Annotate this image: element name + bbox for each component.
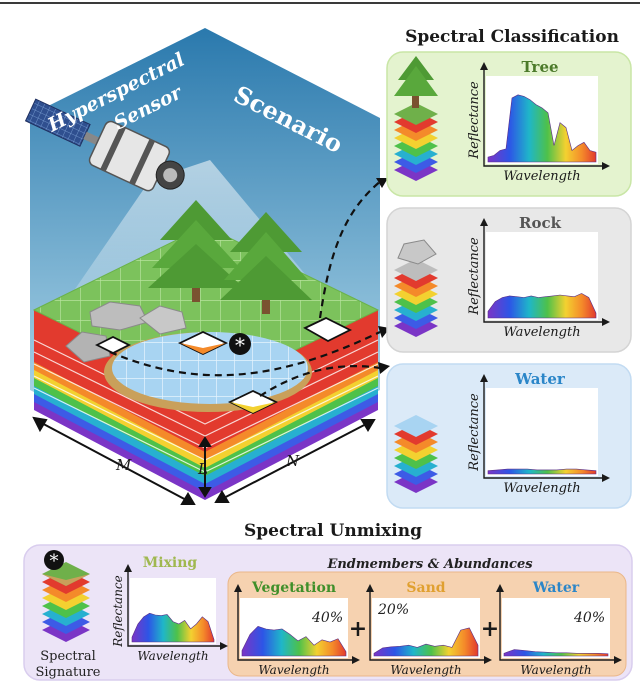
class-water-xlabel: Wavelength — [503, 481, 580, 496]
class-rock-spectrum — [487, 293, 597, 319]
endmember-name: Water — [532, 580, 580, 596]
lake — [104, 332, 312, 412]
endmember-water-axes — [499, 588, 618, 661]
endmembers-title: Endmembers & Abundances — [326, 557, 533, 572]
dim-l-label: L — [197, 460, 208, 478]
unmixing-panel: * Spectral Signature Endmembers & Abunda… — [23, 544, 633, 681]
classification-panels: TreeReflectanceWavelengthRockReflectance… — [386, 51, 632, 509]
dim-n-label: N — [285, 452, 300, 470]
hyperspectral-cube-layers — [33, 310, 379, 500]
endmember-vegetation-xlabel: Wavelength — [258, 663, 329, 677]
unmixing-title: Spectral Unmixing — [244, 521, 422, 541]
endmember-vegetation-spectrum — [241, 625, 347, 657]
svg-text:*: * — [235, 333, 245, 357]
class-tree-ylabel: Reflectance — [467, 81, 482, 160]
endmember-water-xlabel: Wavelength — [520, 663, 591, 677]
tree-icon — [394, 56, 438, 108]
signature-stack — [42, 562, 90, 642]
class-water-ylabel: Reflectance — [467, 393, 482, 472]
endmember-sand-xlabel: Wavelength — [390, 663, 461, 677]
endmember-name: Sand — [406, 580, 445, 596]
mixed-pixel-badge: * — [229, 333, 251, 357]
endmember-sand-axes — [369, 588, 488, 661]
class-rock-ylabel: Reflectance — [467, 237, 482, 316]
dimension-arrows — [32, 416, 376, 505]
mixing-spectrum — [131, 612, 215, 643]
endmember-vegetation-axes — [237, 588, 356, 661]
class-stack-icon — [394, 415, 438, 493]
satellite-icon — [24, 98, 185, 192]
class-tree-axes — [483, 66, 606, 167]
abundance-label: 40% — [311, 610, 343, 626]
classification-title: Spectral Classification — [405, 27, 619, 47]
abundance-label: 20% — [377, 602, 409, 618]
class-panel-title: Rock — [519, 214, 562, 232]
endmember-water-plot-area — [502, 598, 610, 658]
class-tree-spectrum — [487, 94, 597, 163]
mixing-xlabel: Wavelength — [137, 649, 208, 663]
signature-label-line2: Signature — [35, 665, 100, 680]
plus-sign: + — [481, 616, 499, 642]
unmixing-charts: MixingReflectanceWavelengthVegetationWav… — [111, 555, 622, 677]
endmember-sand-spectrum — [373, 627, 479, 657]
plus-sign: + — [349, 616, 367, 642]
class-tree-xlabel: Wavelength — [503, 169, 580, 184]
rock-icon — [65, 301, 187, 363]
endmember-water-spectrum — [503, 649, 609, 657]
dashed-arrows — [109, 179, 383, 397]
class-rock-xlabel: Wavelength — [503, 325, 580, 340]
class-panel-title: Water — [514, 370, 566, 388]
class-panel-title: Tree — [521, 58, 558, 76]
scene: * Hyperspectral Sensor Scenario — [24, 28, 390, 505]
signature-badge — [44, 550, 64, 570]
abundance-label: 40% — [573, 610, 605, 626]
mixing-label: Mixing — [143, 555, 198, 571]
top-rule — [0, 2, 640, 4]
class-rock-axes — [483, 222, 606, 323]
class-water-spectrum — [487, 468, 597, 475]
mixing-ylabel: Reflectance — [111, 575, 125, 648]
endmember-name: Vegetation — [251, 580, 336, 596]
pixel-markers — [94, 316, 353, 414]
rock-icon — [397, 239, 437, 265]
asterisk-icon: * — [50, 551, 59, 572]
class-water-axes — [483, 378, 606, 479]
mixing-axes — [127, 568, 224, 647]
signature-label-line1: Spectral — [40, 649, 96, 664]
tree-icon — [148, 200, 312, 314]
dim-m-label: M — [115, 456, 132, 474]
class-stack-icon — [394, 259, 438, 337]
class-water-plot-area — [486, 388, 598, 476]
class-stack-icon — [394, 103, 438, 181]
